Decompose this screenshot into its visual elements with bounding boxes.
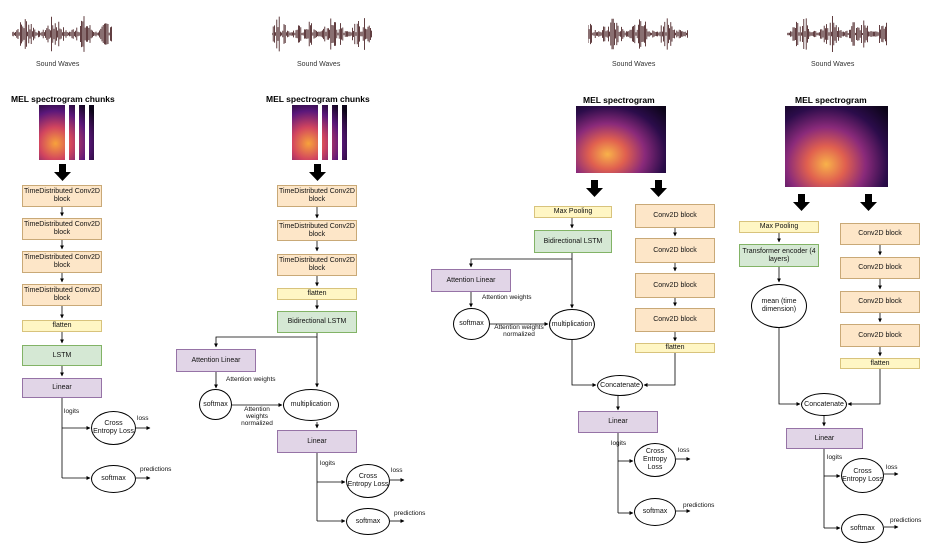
big-down-arrow xyxy=(54,164,71,181)
cross-entropy-loss-node: Cross Entropy Loss xyxy=(841,458,884,493)
cross-entropy-loss-node: Cross Entropy Loss xyxy=(91,411,136,445)
conv2d-block: Conv2D block xyxy=(635,308,715,332)
panel-4-title: MEL spectrogram xyxy=(795,95,867,105)
sound-wave-1 xyxy=(12,16,112,52)
conv2d-block: Conv2D block xyxy=(840,223,920,245)
predictions-label: predictions xyxy=(394,510,426,517)
conv2d-block: Conv2D block xyxy=(635,204,715,228)
attention-softmax-node: softmax xyxy=(453,308,490,340)
loss-label: loss xyxy=(886,464,898,471)
sound-wave-4 xyxy=(787,16,887,52)
panel-2-title: MEL spectrogram chunks xyxy=(266,94,370,104)
predictions-label: predictions xyxy=(890,517,922,524)
linear-box: Linear xyxy=(786,428,863,449)
flatten-box: flatten xyxy=(635,343,715,353)
loss-label: loss xyxy=(137,415,149,422)
sound-waves-label: Sound Waves xyxy=(811,61,855,68)
sound-waves-label: Sound Waves xyxy=(612,61,656,68)
td-conv2d-block: TimeDistributed Conv2D block xyxy=(22,218,102,240)
softmax-node: softmax xyxy=(346,508,390,535)
softmax-node: softmax xyxy=(634,498,676,526)
concatenate-node: Concatenate xyxy=(597,375,643,396)
td-conv2d-block: TimeDistributed Conv2D block xyxy=(277,220,357,241)
loss-label: loss xyxy=(391,467,403,474)
sound-wave-2 xyxy=(272,16,372,52)
attention-weights-label: Attention weights xyxy=(482,294,532,301)
concatenate-node: Concatenate xyxy=(801,393,847,416)
bilstm-box: Bidirectional LSTM xyxy=(534,230,612,253)
linear-box: Linear xyxy=(277,430,357,453)
predictions-label: predictions xyxy=(140,466,172,473)
spectrogram-chunks-1 xyxy=(39,105,94,160)
spectrogram-3 xyxy=(576,106,666,173)
spectrogram-4 xyxy=(785,106,888,187)
cross-entropy-loss-node: Cross Entropy Loss xyxy=(346,464,390,498)
linear-box: Linear xyxy=(22,378,102,398)
bilstm-box: Bidirectional LSTM xyxy=(277,311,357,333)
logits-label: logits xyxy=(320,460,336,467)
sound-waves-label: Sound Waves xyxy=(297,61,341,68)
predictions-label: predictions xyxy=(683,502,715,509)
attention-softmax-node: softmax xyxy=(199,389,232,420)
panel-3-title: MEL spectrogram xyxy=(583,95,655,105)
attention-linear-box: Attention Linear xyxy=(431,269,511,292)
cross-entropy-loss-node: Cross Entropy Loss xyxy=(634,443,676,477)
transformer-encoder-box: Transformer encoder (4 layers) xyxy=(739,244,819,267)
flatten-box: flatten xyxy=(277,288,357,300)
softmax-node: softmax xyxy=(841,514,884,543)
sound-wave-3 xyxy=(588,18,688,50)
multiplication-node: multiplication xyxy=(549,309,595,340)
big-down-arrow xyxy=(650,180,667,197)
big-down-arrow xyxy=(860,194,877,211)
logits-label: logits xyxy=(64,408,80,415)
linear-box: Linear xyxy=(578,411,658,433)
multiplication-node: multiplication xyxy=(283,389,339,421)
sound-waves-label: Sound Waves xyxy=(36,61,80,68)
big-down-arrow xyxy=(586,180,603,197)
lstm-box: LSTM xyxy=(22,345,102,366)
panel-1-title: MEL spectrogram chunks xyxy=(11,94,115,104)
attention-normalized-label: Attention weights normalized xyxy=(241,406,273,427)
td-conv2d-block: TimeDistributed Conv2D block xyxy=(277,254,357,276)
logits-label: logits xyxy=(611,440,627,447)
td-conv2d-block: TimeDistributed Conv2D block xyxy=(22,185,102,207)
softmax-node: softmax xyxy=(91,465,136,493)
loss-label: loss xyxy=(678,447,690,454)
mean-node: mean (time dimension) xyxy=(751,284,807,328)
conv2d-block: Conv2D block xyxy=(635,238,715,263)
attention-normalized-label: Attention weights normalized xyxy=(494,324,544,338)
td-conv2d-block: TimeDistributed Conv2D block xyxy=(22,251,102,273)
conv2d-block: Conv2D block xyxy=(840,291,920,313)
conv2d-block: Conv2D block xyxy=(840,324,920,347)
big-down-arrow xyxy=(793,194,810,211)
max-pooling-box: Max Pooling xyxy=(739,221,819,233)
conv2d-block: Conv2D block xyxy=(635,273,715,298)
max-pooling-box: Max Pooling xyxy=(534,206,612,218)
flatten-box: flatten xyxy=(22,320,102,332)
td-conv2d-block: TimeDistributed Conv2D block xyxy=(22,284,102,306)
attention-linear-box: Attention Linear xyxy=(176,349,256,372)
logits-label: logits xyxy=(827,454,843,461)
flatten-box: flatten xyxy=(840,358,920,369)
big-down-arrow xyxy=(309,164,326,181)
attention-weights-label: Attention weights xyxy=(226,376,276,383)
conv2d-block: Conv2D block xyxy=(840,257,920,279)
td-conv2d-block: TimeDistributed Conv2D block xyxy=(277,185,357,207)
spectrogram-chunks-2 xyxy=(292,105,347,160)
